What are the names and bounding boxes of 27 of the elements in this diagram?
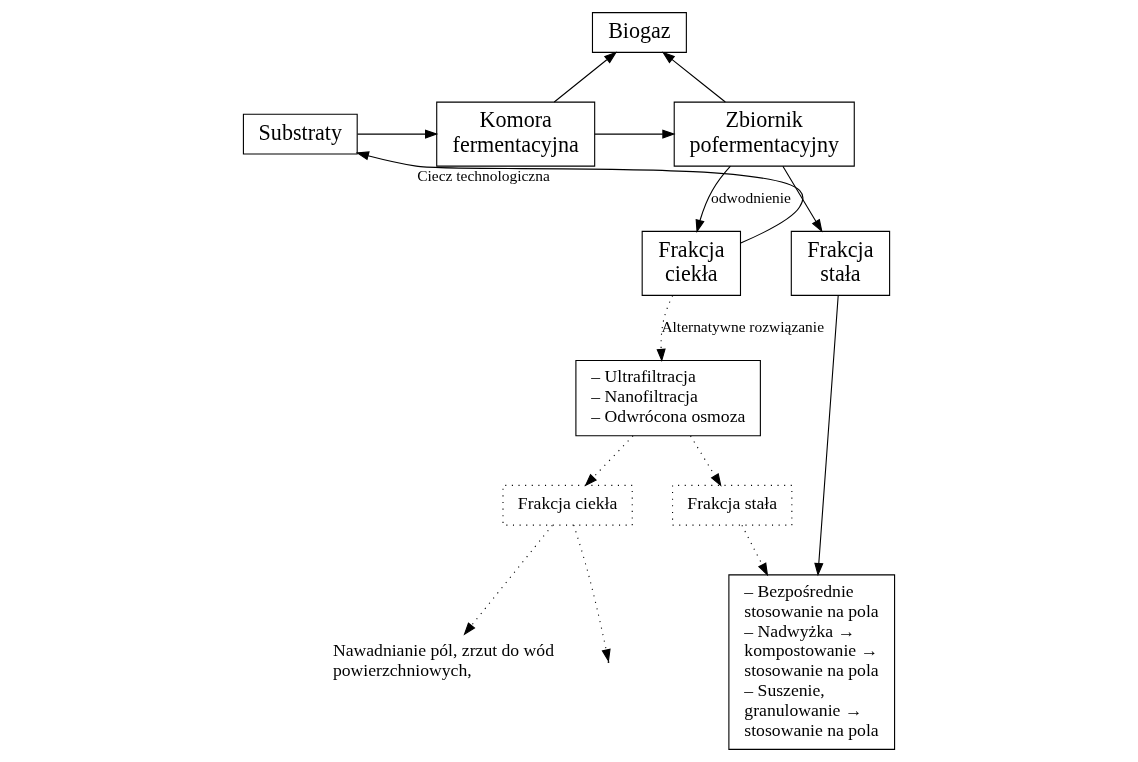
arrow <box>355 151 804 244</box>
edge-label: Ciecz technologiczna <box>417 167 550 185</box>
edge-label: Alternatywne rozwiązanie <box>661 318 824 336</box>
arrow <box>814 295 839 577</box>
node-box: Biogaz <box>591 12 687 53</box>
arrow <box>695 165 731 233</box>
arrow <box>782 165 823 233</box>
node-box: Frakcja ciekła <box>641 230 742 296</box>
node-box: – Ultrafiltracja – Nanofiltracja – Odwrócona osmoza <box>575 360 761 437</box>
edge-label: odwodnienie <box>711 188 791 206</box>
arrow <box>553 51 618 103</box>
arrow <box>463 524 553 636</box>
node-box: Substraty <box>242 113 358 155</box>
arrow <box>584 435 634 487</box>
arrow <box>594 129 676 139</box>
node-text: Nawadnianie pól, zrzut do wód powierzchniowych, <box>332 640 555 681</box>
node-box: Zbiornik pofermentacyjny <box>673 101 855 167</box>
arrow <box>690 435 722 487</box>
arrow <box>356 129 439 139</box>
arrow <box>656 295 674 363</box>
node-box: Frakcja stała <box>790 230 891 296</box>
node-box: Komora fermentacyjna <box>436 101 596 167</box>
node-box: Frakcja ciekła <box>502 484 633 526</box>
node-box: – Bezpośrednie stosowanie na pola – Nadwyżka → kompostowanie → stosowanie na pola – Suszenie, granulowanie → stosowanie na pola <box>728 574 896 750</box>
node-box: Frakcja stała <box>672 484 793 526</box>
arrow <box>741 524 769 577</box>
arrow <box>661 51 726 103</box>
